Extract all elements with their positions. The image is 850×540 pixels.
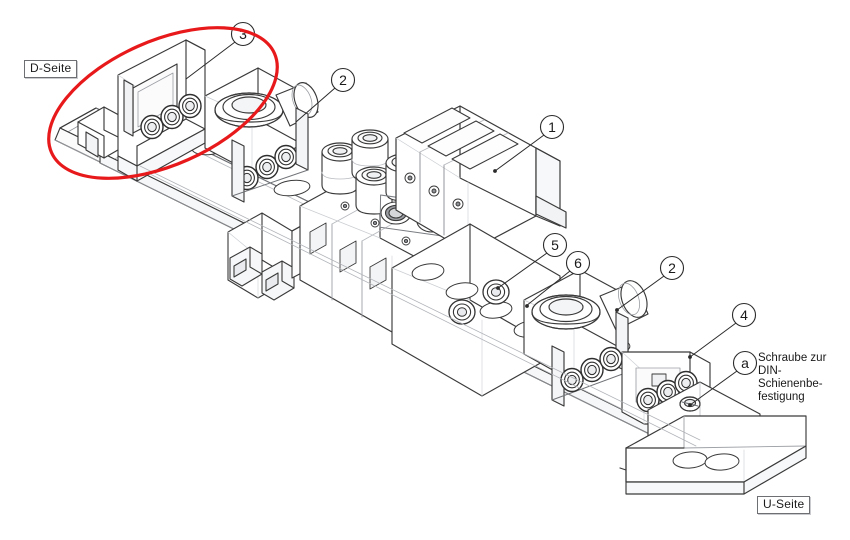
rail-shading [139,165,701,447]
red-highlight-ellipse [47,26,279,180]
round-port-cap-right [531,294,601,330]
din-rail-end-section [619,415,807,495]
callout-2-left[interactable]: 2 [330,67,356,93]
callout-3-label: 3 [239,26,247,42]
supply-block-right [523,269,649,407]
note-line-1: Schraube zur [758,352,827,364]
callout-2-left-label: 2 [339,72,347,88]
callout-6-label: 6 [574,255,582,271]
callout-5[interactable]: 5 [542,232,568,258]
label-u-side: U-Seite [757,496,811,515]
note-din-screw: Schraube zur DIN- Schienenbe- festigung [758,352,850,404]
callout-4[interactable]: 4 [731,302,757,328]
valve-stack [395,105,567,253]
label-d-side: D-Seite [24,60,78,79]
callout-5-label: 5 [551,237,559,253]
callout-2-right-label: 2 [668,260,676,276]
callout-1[interactable]: 1 [539,114,565,140]
note-line-2: DIN- [758,365,782,377]
callout-a[interactable]: a [732,350,758,376]
plug-connectors [229,246,295,301]
silencer-cylinder-right [599,280,649,331]
solenoid-indicators [404,172,464,210]
note-line-4: festigung [758,391,805,403]
left-end-plate-assembly [77,39,206,182]
callout-a-label: a [741,355,749,371]
callout-2-right[interactable]: 2 [659,255,685,281]
callout-1-label: 1 [548,119,556,135]
push-in-fittings-left [448,279,510,325]
supply-block-left [204,67,319,203]
note-line-3: Schienenbe- [758,378,823,390]
callout-6[interactable]: 6 [565,250,591,276]
callout-leaders [185,41,738,406]
callout-4-label: 4 [740,307,748,323]
callout-markers: 3 2 1 5 6 [230,21,758,376]
